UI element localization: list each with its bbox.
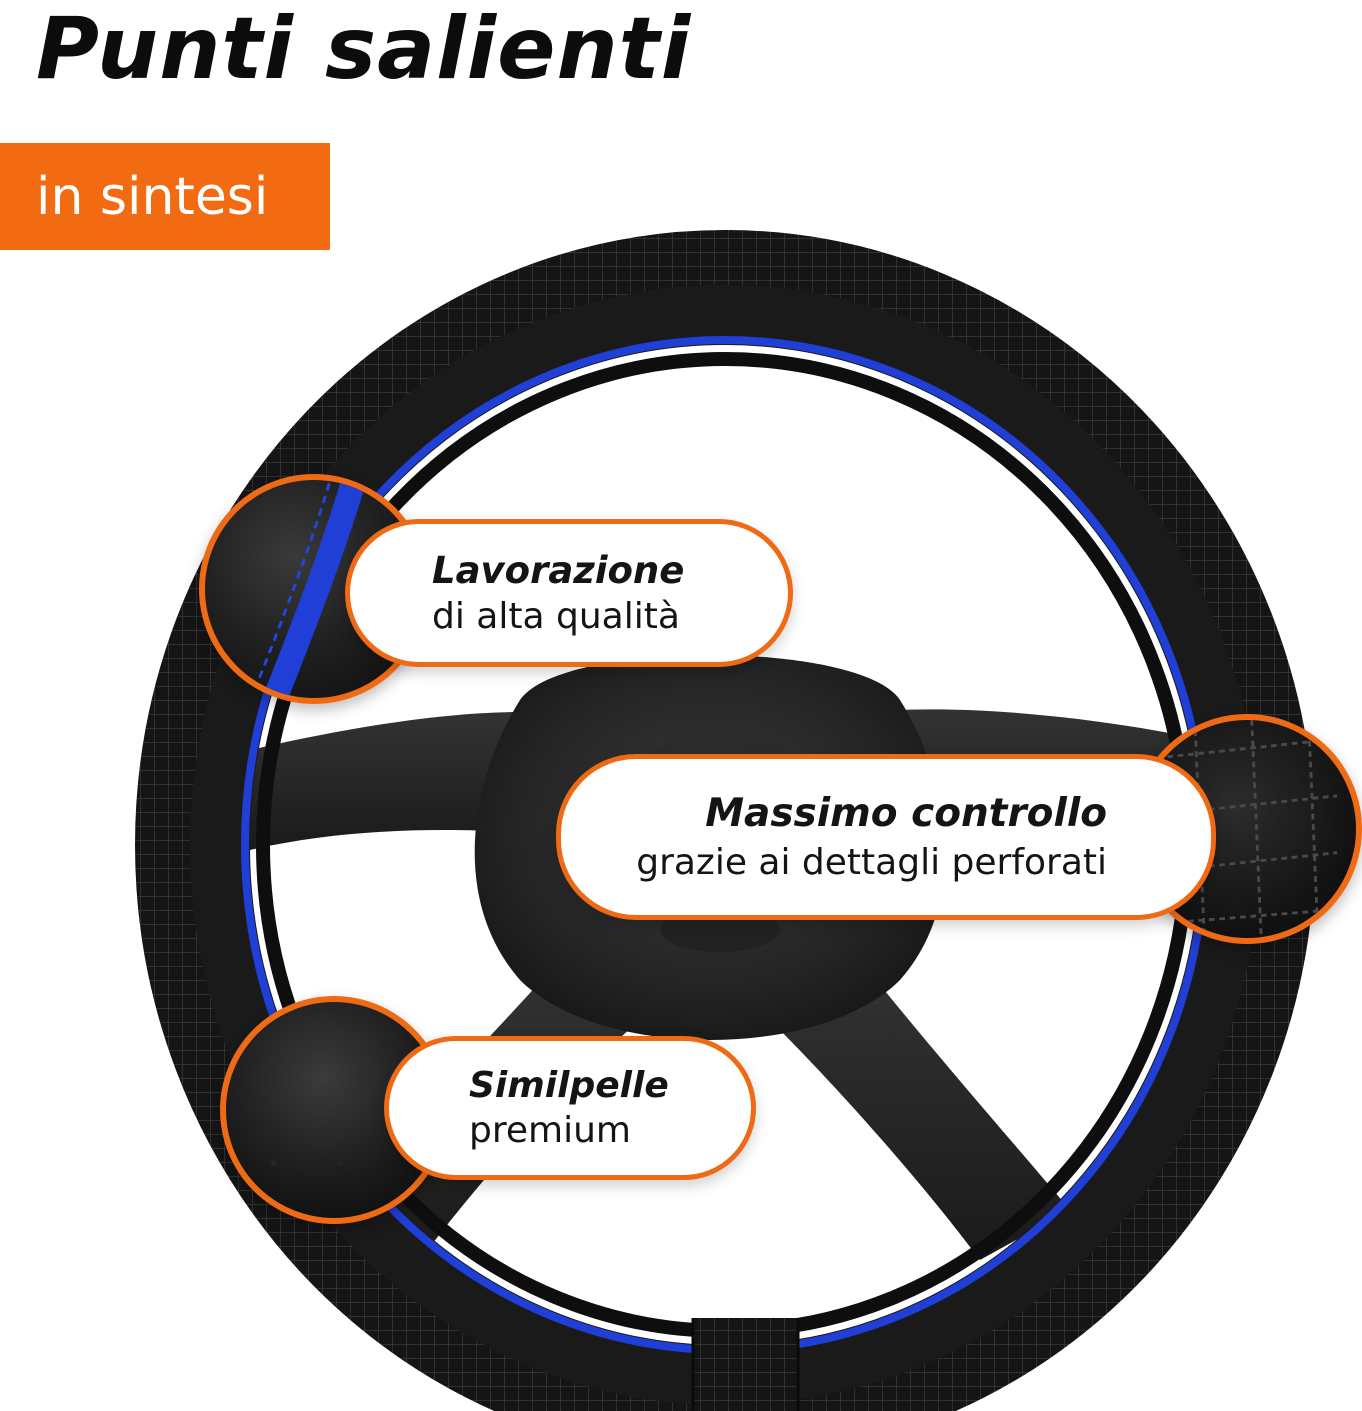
feature-heading: Massimo controllo: [705, 791, 1107, 836]
feature-callout-control: Massimo controllo grazie ai dettagli per…: [556, 754, 1216, 920]
summary-badge: in sintesi: [0, 143, 330, 250]
feature-detail: grazie ai dettagli perforati: [636, 842, 1107, 883]
feature-heading: Similpelle: [469, 1065, 669, 1106]
page-title: Punti salienti: [36, 0, 692, 99]
feature-callout-leather: Similpelle premium: [384, 1036, 756, 1180]
feature-detail: di alta qualità: [432, 596, 680, 637]
feature-heading: Lavorazione: [432, 549, 685, 592]
feature-detail: premium: [469, 1110, 631, 1151]
feature-callout-craftsmanship: Lavorazione di alta qualità: [345, 519, 793, 667]
